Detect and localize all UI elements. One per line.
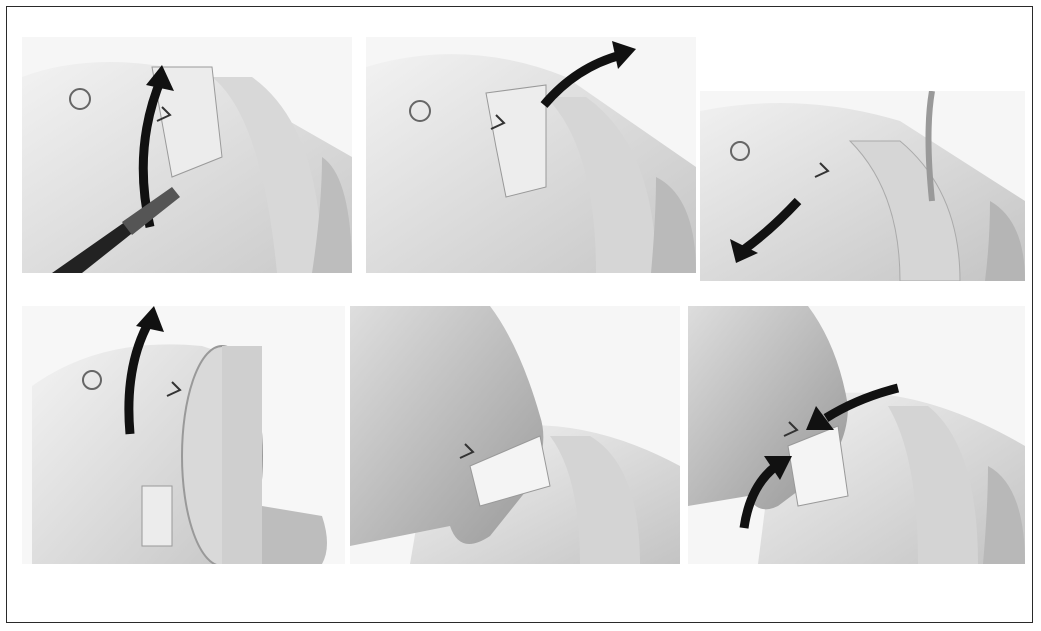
step-2-panel [366, 37, 696, 273]
step-5-panel [350, 306, 680, 564]
step-6-panel [688, 306, 1025, 564]
step-3-panel [700, 91, 1025, 281]
step-3-illustration [700, 91, 1025, 281]
step-4-panel [22, 306, 345, 564]
step-1-panel [22, 37, 352, 273]
step-6-illustration [688, 306, 1025, 564]
cable-shape [929, 91, 933, 201]
clip-shape [142, 486, 172, 546]
step-4-illustration [22, 306, 345, 564]
step-1-illustration [22, 37, 352, 273]
step-2-illustration [366, 37, 696, 273]
step-5-illustration [350, 306, 680, 564]
